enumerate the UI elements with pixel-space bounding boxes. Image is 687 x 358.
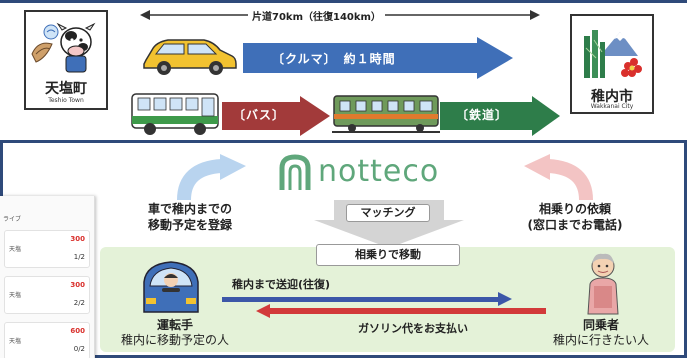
driver-register-line-1: 車で稚内までの — [147, 202, 232, 216]
passenger-icon — [587, 253, 619, 315]
pickup-route-arrow — [222, 292, 512, 306]
rideshare-request-line-1: 相乗りの依頼 — [538, 202, 611, 216]
ride-place: 天塩 — [9, 338, 22, 345]
bus-route-label: 〔バス〕 — [233, 108, 286, 122]
bus-route-arrow — [222, 96, 330, 136]
destination-city-subtitle: Wakkanai City — [590, 103, 634, 110]
list-item[interactable]: 天塩 300 2/2 — [4, 276, 90, 314]
list-item[interactable]: 天塩 300 1/2 — [4, 230, 90, 268]
passenger-description: 稚内に行きたい人 — [552, 333, 649, 347]
car-route-arrow — [243, 37, 513, 79]
section-divider — [0, 140, 687, 143]
ride-price: 600 — [70, 327, 85, 335]
pickup-route-label: 稚内まで送迎(往復) — [232, 278, 331, 291]
payment-route-arrow — [256, 304, 546, 318]
ride-seats: 2/2 — [73, 299, 85, 307]
ride-place: 天塩 — [9, 292, 22, 299]
rideshare-request-line-2: (窓口までお電話) — [527, 218, 623, 232]
car-route-label: 〔クルマ〕 約１時間 — [272, 52, 396, 66]
rideshare-request-text: 相乗りの依頼 (窓口までお電話) — [520, 201, 630, 233]
distance-label: 片道70km（往復140km） — [248, 8, 385, 23]
phone-app-panel: ライブ 天塩 300 1/2 天塩 300 2/2 天塩 600 0/2 — [0, 196, 95, 358]
notteco-logo-mark-icon — [279, 154, 311, 190]
notteco-logo: notteco — [278, 154, 498, 194]
list-item[interactable]: 天塩 600 0/2 — [4, 322, 90, 358]
driver-car-icon — [143, 261, 199, 313]
matching-label: マッチング — [346, 204, 430, 222]
cow-mascot-icon — [31, 22, 96, 73]
rideshare-label: 相乗りで移動 — [316, 244, 460, 266]
driver-description: 稚内に移動予定の人 — [120, 333, 229, 347]
driver-register-line-2: 移動予定を登録 — [147, 218, 232, 232]
bus-icon — [131, 93, 219, 135]
notteco-logo-text: notteco — [318, 154, 440, 189]
curved-arrow-right — [524, 154, 593, 201]
ride-seats: 0/2 — [73, 345, 85, 353]
destination-city-card: 稚内市 Wakkanai City — [570, 14, 654, 114]
ride-price: 300 — [70, 235, 85, 243]
phone-header: ライブ — [3, 216, 22, 223]
driver-title: 運転手 — [156, 318, 193, 332]
origin-city-subtitle: Teshio Town — [48, 97, 84, 104]
passenger-title: 同乗者 — [582, 318, 619, 332]
origin-city-name: 天塩町 — [45, 81, 87, 97]
curved-arrow-left — [177, 154, 246, 201]
passenger-label: 同乗者 稚内に行きたい人 — [536, 318, 666, 348]
driver-label: 運転手 稚内に移動予定の人 — [100, 318, 250, 348]
payment-route-label: ガソリン代をお支払い — [358, 322, 468, 335]
origin-city-card: 天塩町 Teshio Town — [24, 10, 108, 110]
ride-seats: 1/2 — [73, 253, 85, 261]
driver-register-text: 車で稚内までの 移動予定を登録 — [130, 201, 250, 233]
car-icon — [143, 39, 237, 75]
ride-place: 天塩 — [9, 246, 22, 253]
rail-route-label: 〔鉄道〕 — [456, 108, 509, 122]
rail-route-arrow — [440, 96, 560, 136]
wakkanai-emblem-icon — [584, 30, 642, 78]
train-icon — [332, 95, 440, 133]
destination-city-name: 稚内市 — [591, 89, 633, 105]
ride-price: 300 — [70, 281, 85, 289]
